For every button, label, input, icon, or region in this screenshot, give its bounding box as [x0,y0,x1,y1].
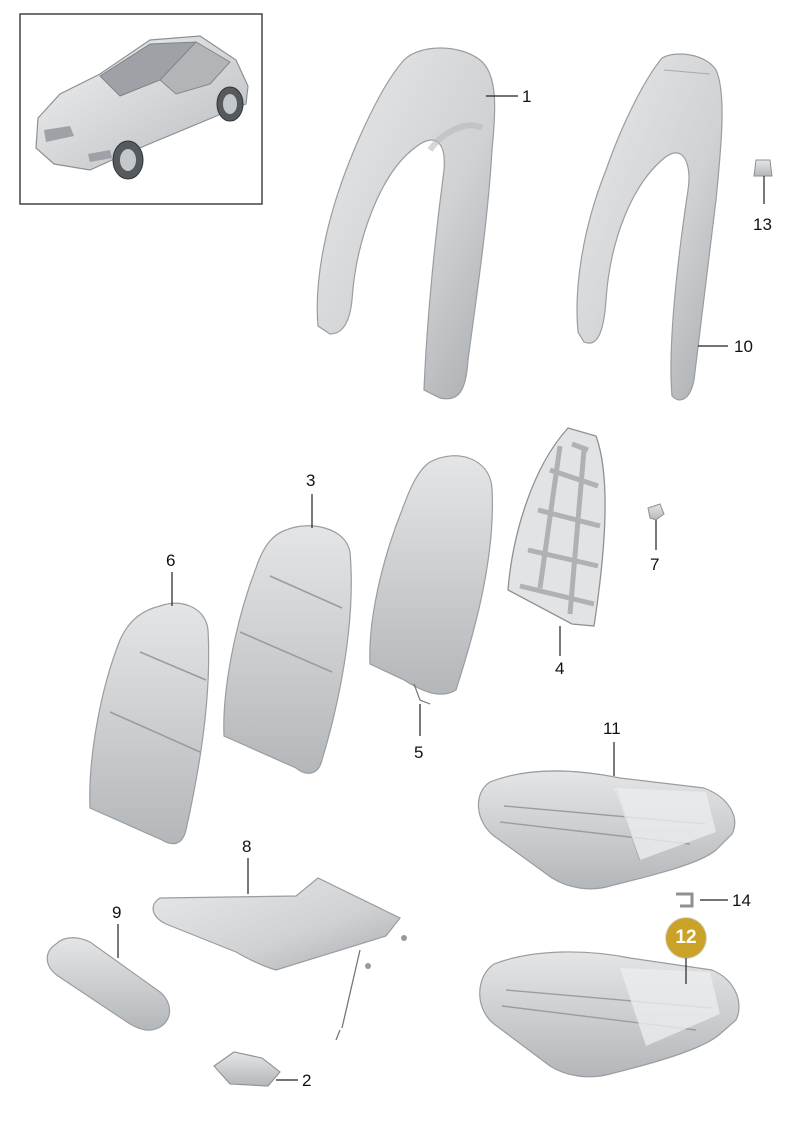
part-label-5: 5 [414,743,424,762]
part-label-4: 4 [555,659,565,678]
part-10-backrest-cover [576,53,723,401]
part-8-seat-base-pad [152,877,407,1041]
highlighted-part-badge-12[interactable]: 12 [666,918,706,958]
part-12-seat-cushion-assembly [479,951,740,1078]
part-label-13: 13 [753,215,772,234]
vehicle-inset [19,13,263,205]
part-label-9: 9 [112,903,122,922]
part-label-11: 11 [603,719,621,738]
part-6-backrest-trim [89,602,210,845]
part-label-1: 1 [522,87,532,106]
part-14-clip [676,892,694,908]
part-label-14: 14 [732,891,751,910]
leader-lines [117,95,765,1081]
part-4-backrest-frame [507,427,606,627]
part-11-seat-cushion [477,770,736,890]
part-label-7: 7 [650,555,660,574]
part-label-3: 3 [306,471,316,490]
part-13-clip [753,159,773,177]
part-label-10: 10 [734,337,753,356]
part-3-backrest-cushion [223,525,352,774]
part-label-2: 2 [302,1071,312,1090]
part-7-fastener [647,503,665,521]
car-illustration [35,35,249,180]
part-label-8: 8 [242,837,252,856]
part-label-6: 6 [166,551,176,570]
part-9-side-bolster [46,937,171,1031]
part-1-backrest-foam-frame [316,47,496,400]
part-5-backrest-pad [369,455,494,705]
part-2-mounting-bracket [213,1051,281,1087]
